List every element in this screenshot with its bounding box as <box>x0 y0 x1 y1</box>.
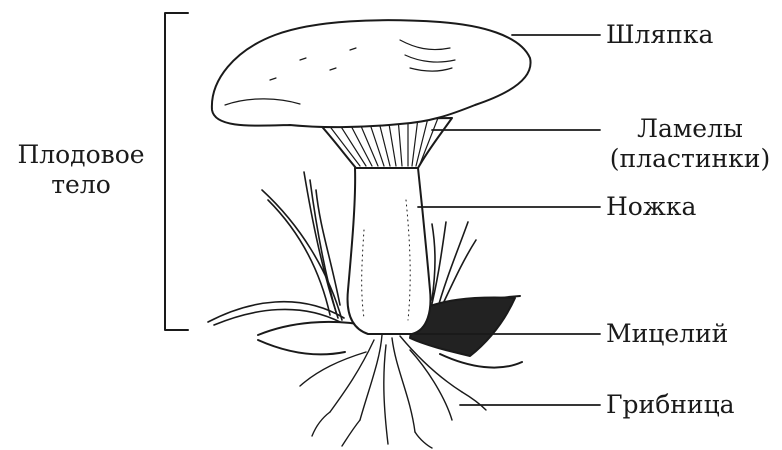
hyphae-label: Грибница <box>606 390 735 420</box>
fruiting-body-label: Плодовое тело <box>6 140 156 200</box>
cap <box>212 20 531 127</box>
gills-label-line2: (пластинки) <box>600 144 780 174</box>
stem <box>348 168 431 334</box>
gills-label-line1: Ламелы <box>600 114 780 144</box>
fruiting-body-bracket <box>165 13 188 330</box>
grass-left <box>208 172 344 325</box>
cap-label: Шляпка <box>606 20 713 50</box>
fruiting-body-label-line2: тело <box>6 170 156 200</box>
gills-label: Ламелы (пластинки) <box>600 114 780 174</box>
mycelium-label: Мицелий <box>606 319 728 349</box>
stem-label: Ножка <box>606 192 696 222</box>
fruiting-body-label-line1: Плодовое <box>6 140 156 170</box>
